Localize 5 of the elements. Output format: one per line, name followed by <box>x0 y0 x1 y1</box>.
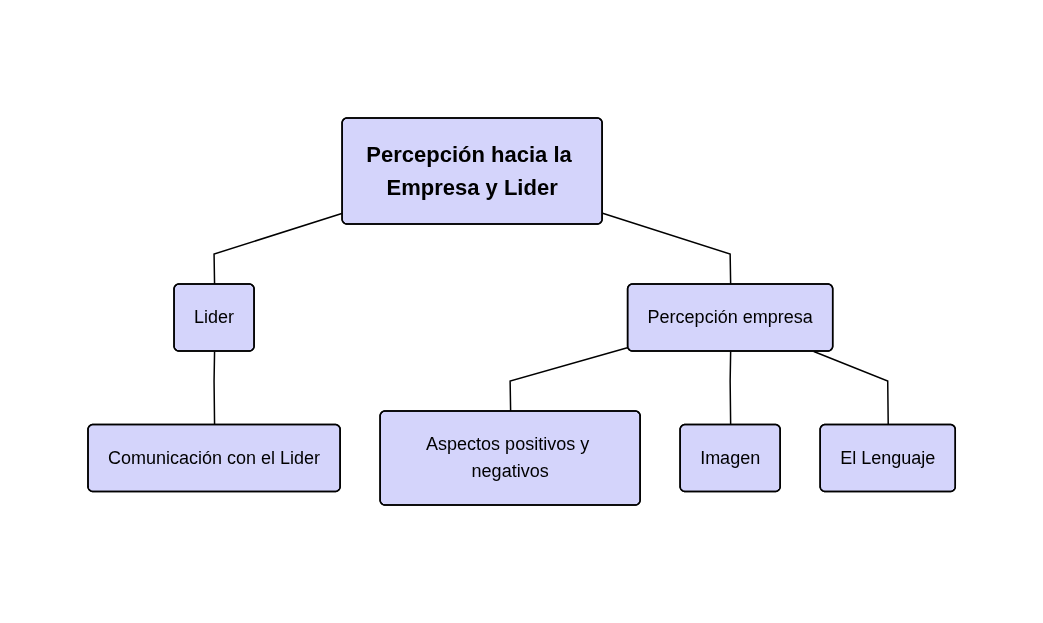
connector <box>812 350 889 426</box>
connector <box>729 350 732 426</box>
connector <box>213 350 216 426</box>
connector <box>509 346 629 413</box>
connector <box>601 212 732 286</box>
